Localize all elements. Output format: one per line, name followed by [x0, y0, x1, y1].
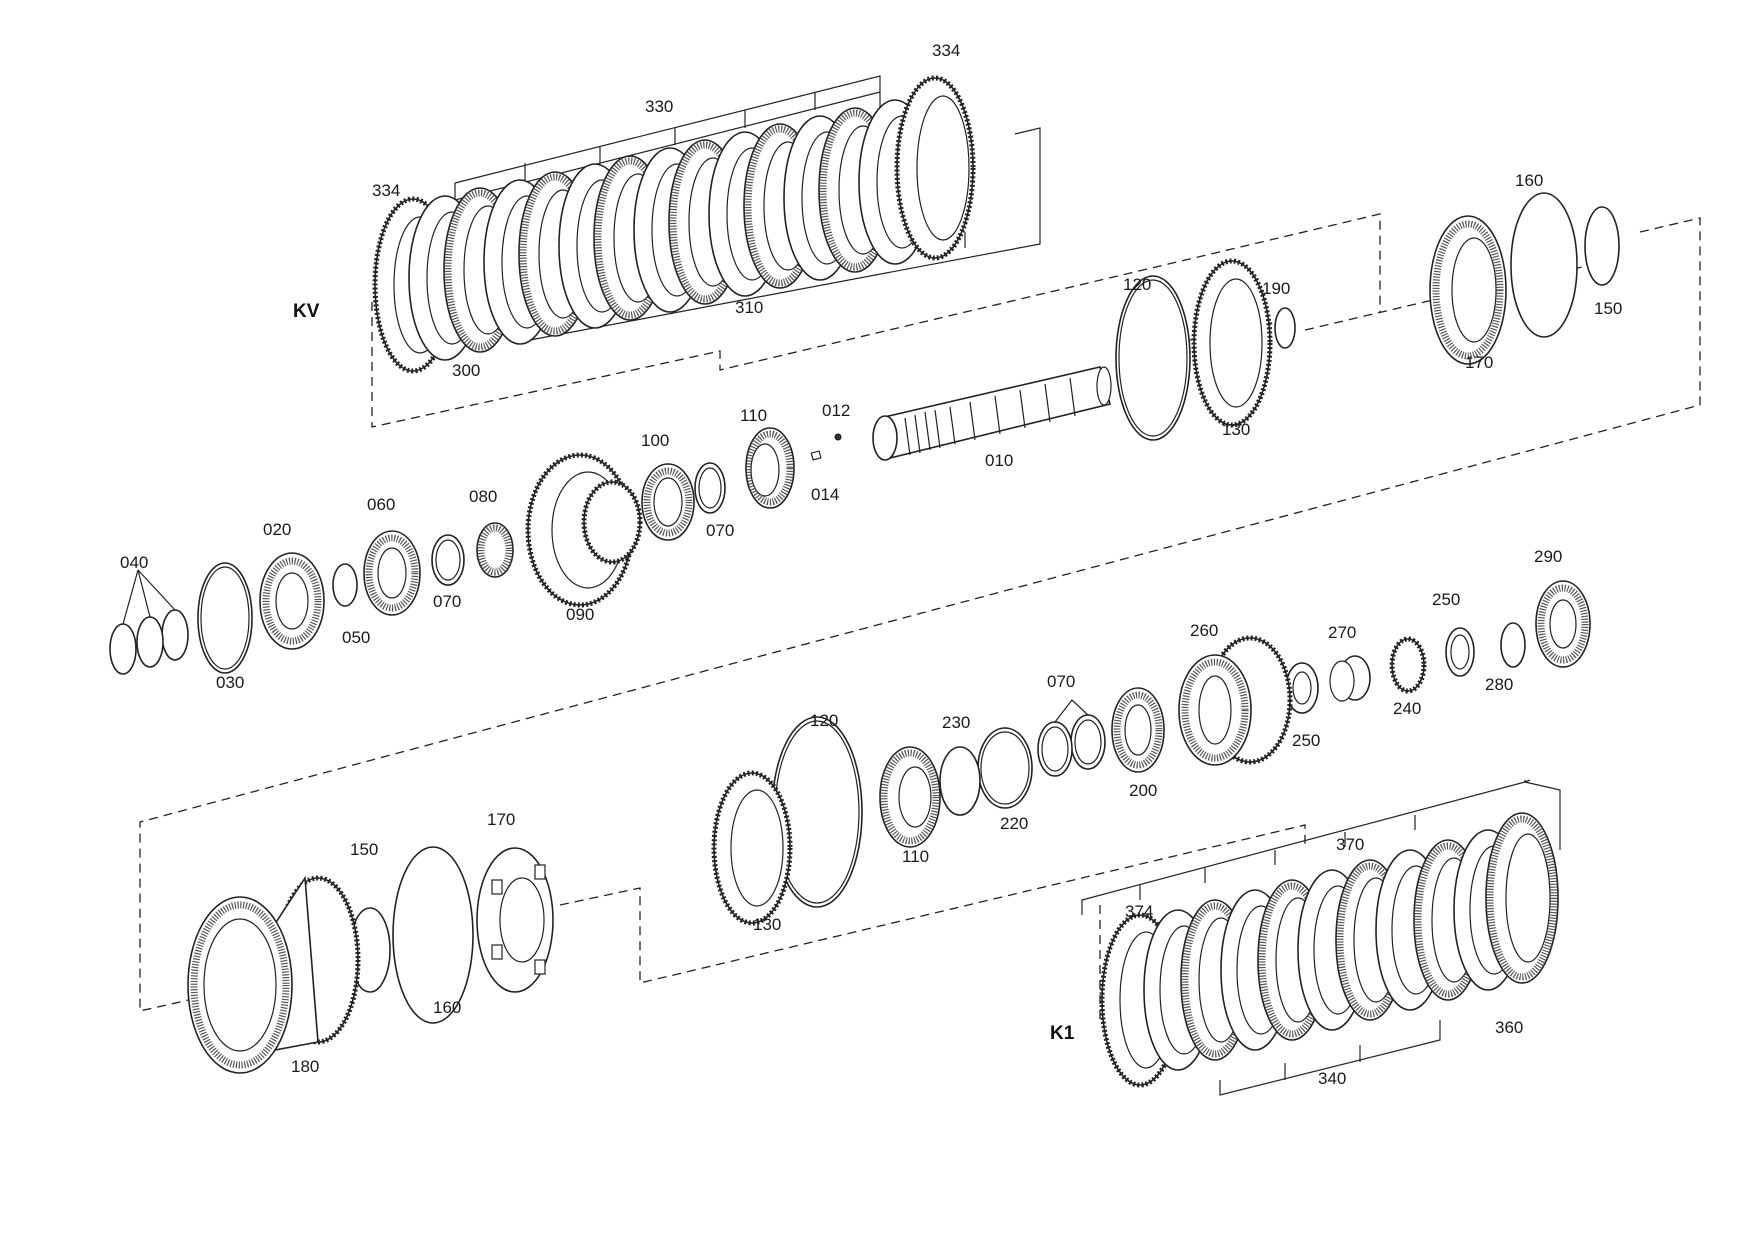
part-label: 270 — [1328, 623, 1356, 642]
part-label: 170 — [487, 810, 515, 829]
part-label: 360 — [1495, 1018, 1523, 1037]
part-label: 290 — [1534, 547, 1562, 566]
part-label: 374 — [1125, 902, 1153, 921]
piston-110-lower — [879, 746, 941, 848]
part-label: 050 — [342, 628, 370, 647]
gear-090 — [525, 452, 643, 608]
part-label: 090 — [566, 605, 594, 624]
part-label: 340 — [1318, 1069, 1346, 1088]
part-label: 260 — [1190, 621, 1218, 640]
part-label: 200 — [1129, 781, 1157, 800]
group-label-kv: KV — [293, 301, 320, 322]
part-label: 012 — [822, 401, 850, 420]
part-label: 280 — [1485, 675, 1513, 694]
part-label: 220 — [1000, 814, 1028, 833]
piston-170-top — [1429, 215, 1507, 365]
part-label: 334 — [932, 41, 960, 60]
shaft-010 — [810, 366, 1112, 461]
bearing-100 — [641, 463, 695, 541]
part-label: 190 — [1262, 279, 1290, 298]
part-label: 020 — [263, 520, 291, 539]
part-label: 030 — [216, 673, 244, 692]
part-label: 160 — [433, 998, 461, 1017]
disc-130-top — [1191, 258, 1273, 428]
bearing-200 — [1111, 687, 1165, 773]
part-label: 120 — [1123, 275, 1151, 294]
bearing-020 — [259, 552, 325, 650]
part-label: 170 — [1465, 353, 1493, 372]
part-label: 330 — [645, 97, 673, 116]
drum-180 — [187, 875, 361, 1074]
part-label: 334 — [372, 181, 400, 200]
disc-130-lower — [711, 770, 793, 926]
part-label: 250 — [1432, 590, 1460, 609]
part-label: 070 — [706, 521, 734, 540]
group-label-k1: K1 — [1050, 1023, 1075, 1044]
part-label: 010 — [985, 451, 1013, 470]
part-label: 070 — [1047, 672, 1075, 691]
piston-110-top — [745, 427, 795, 509]
part-label: 070 — [433, 592, 461, 611]
main-shaft-assembly — [109, 192, 1620, 675]
part-label: 150 — [350, 840, 378, 859]
part-label: 060 — [367, 495, 395, 514]
part-label: 130 — [753, 915, 781, 934]
part-label: 080 — [469, 487, 497, 506]
bearing-290 — [1535, 580, 1591, 668]
part-label: 180 — [291, 1057, 319, 1076]
part-label: 110 — [740, 406, 767, 425]
part-label: 150 — [1594, 299, 1622, 318]
piston-170-lower — [476, 847, 554, 993]
part-label: 100 — [641, 431, 669, 450]
part-label: 040 — [120, 553, 148, 572]
gear-260 — [1178, 635, 1293, 766]
k1-clutch-pack — [1081, 781, 1561, 1096]
part-label: 310 — [735, 298, 763, 317]
part-label: 230 — [942, 713, 970, 732]
part-label: 240 — [1393, 699, 1421, 718]
part-label: 130 — [1222, 420, 1250, 439]
part-label: 160 — [1515, 171, 1543, 190]
part-label: 120 — [810, 711, 838, 730]
part-label: 250 — [1292, 731, 1320, 750]
part-label: 300 — [452, 361, 480, 380]
part-label: 110 — [902, 847, 929, 866]
second-row-assembly — [187, 580, 1591, 1074]
kv-clutch-pack — [372, 75, 1041, 374]
part-label: 014 — [811, 485, 839, 504]
part-label: 370 — [1336, 835, 1364, 854]
bearing-060 — [363, 530, 421, 616]
part-label-group: KV K1 334 330 334 310 300 120 190 130 16… — [120, 41, 1622, 1088]
